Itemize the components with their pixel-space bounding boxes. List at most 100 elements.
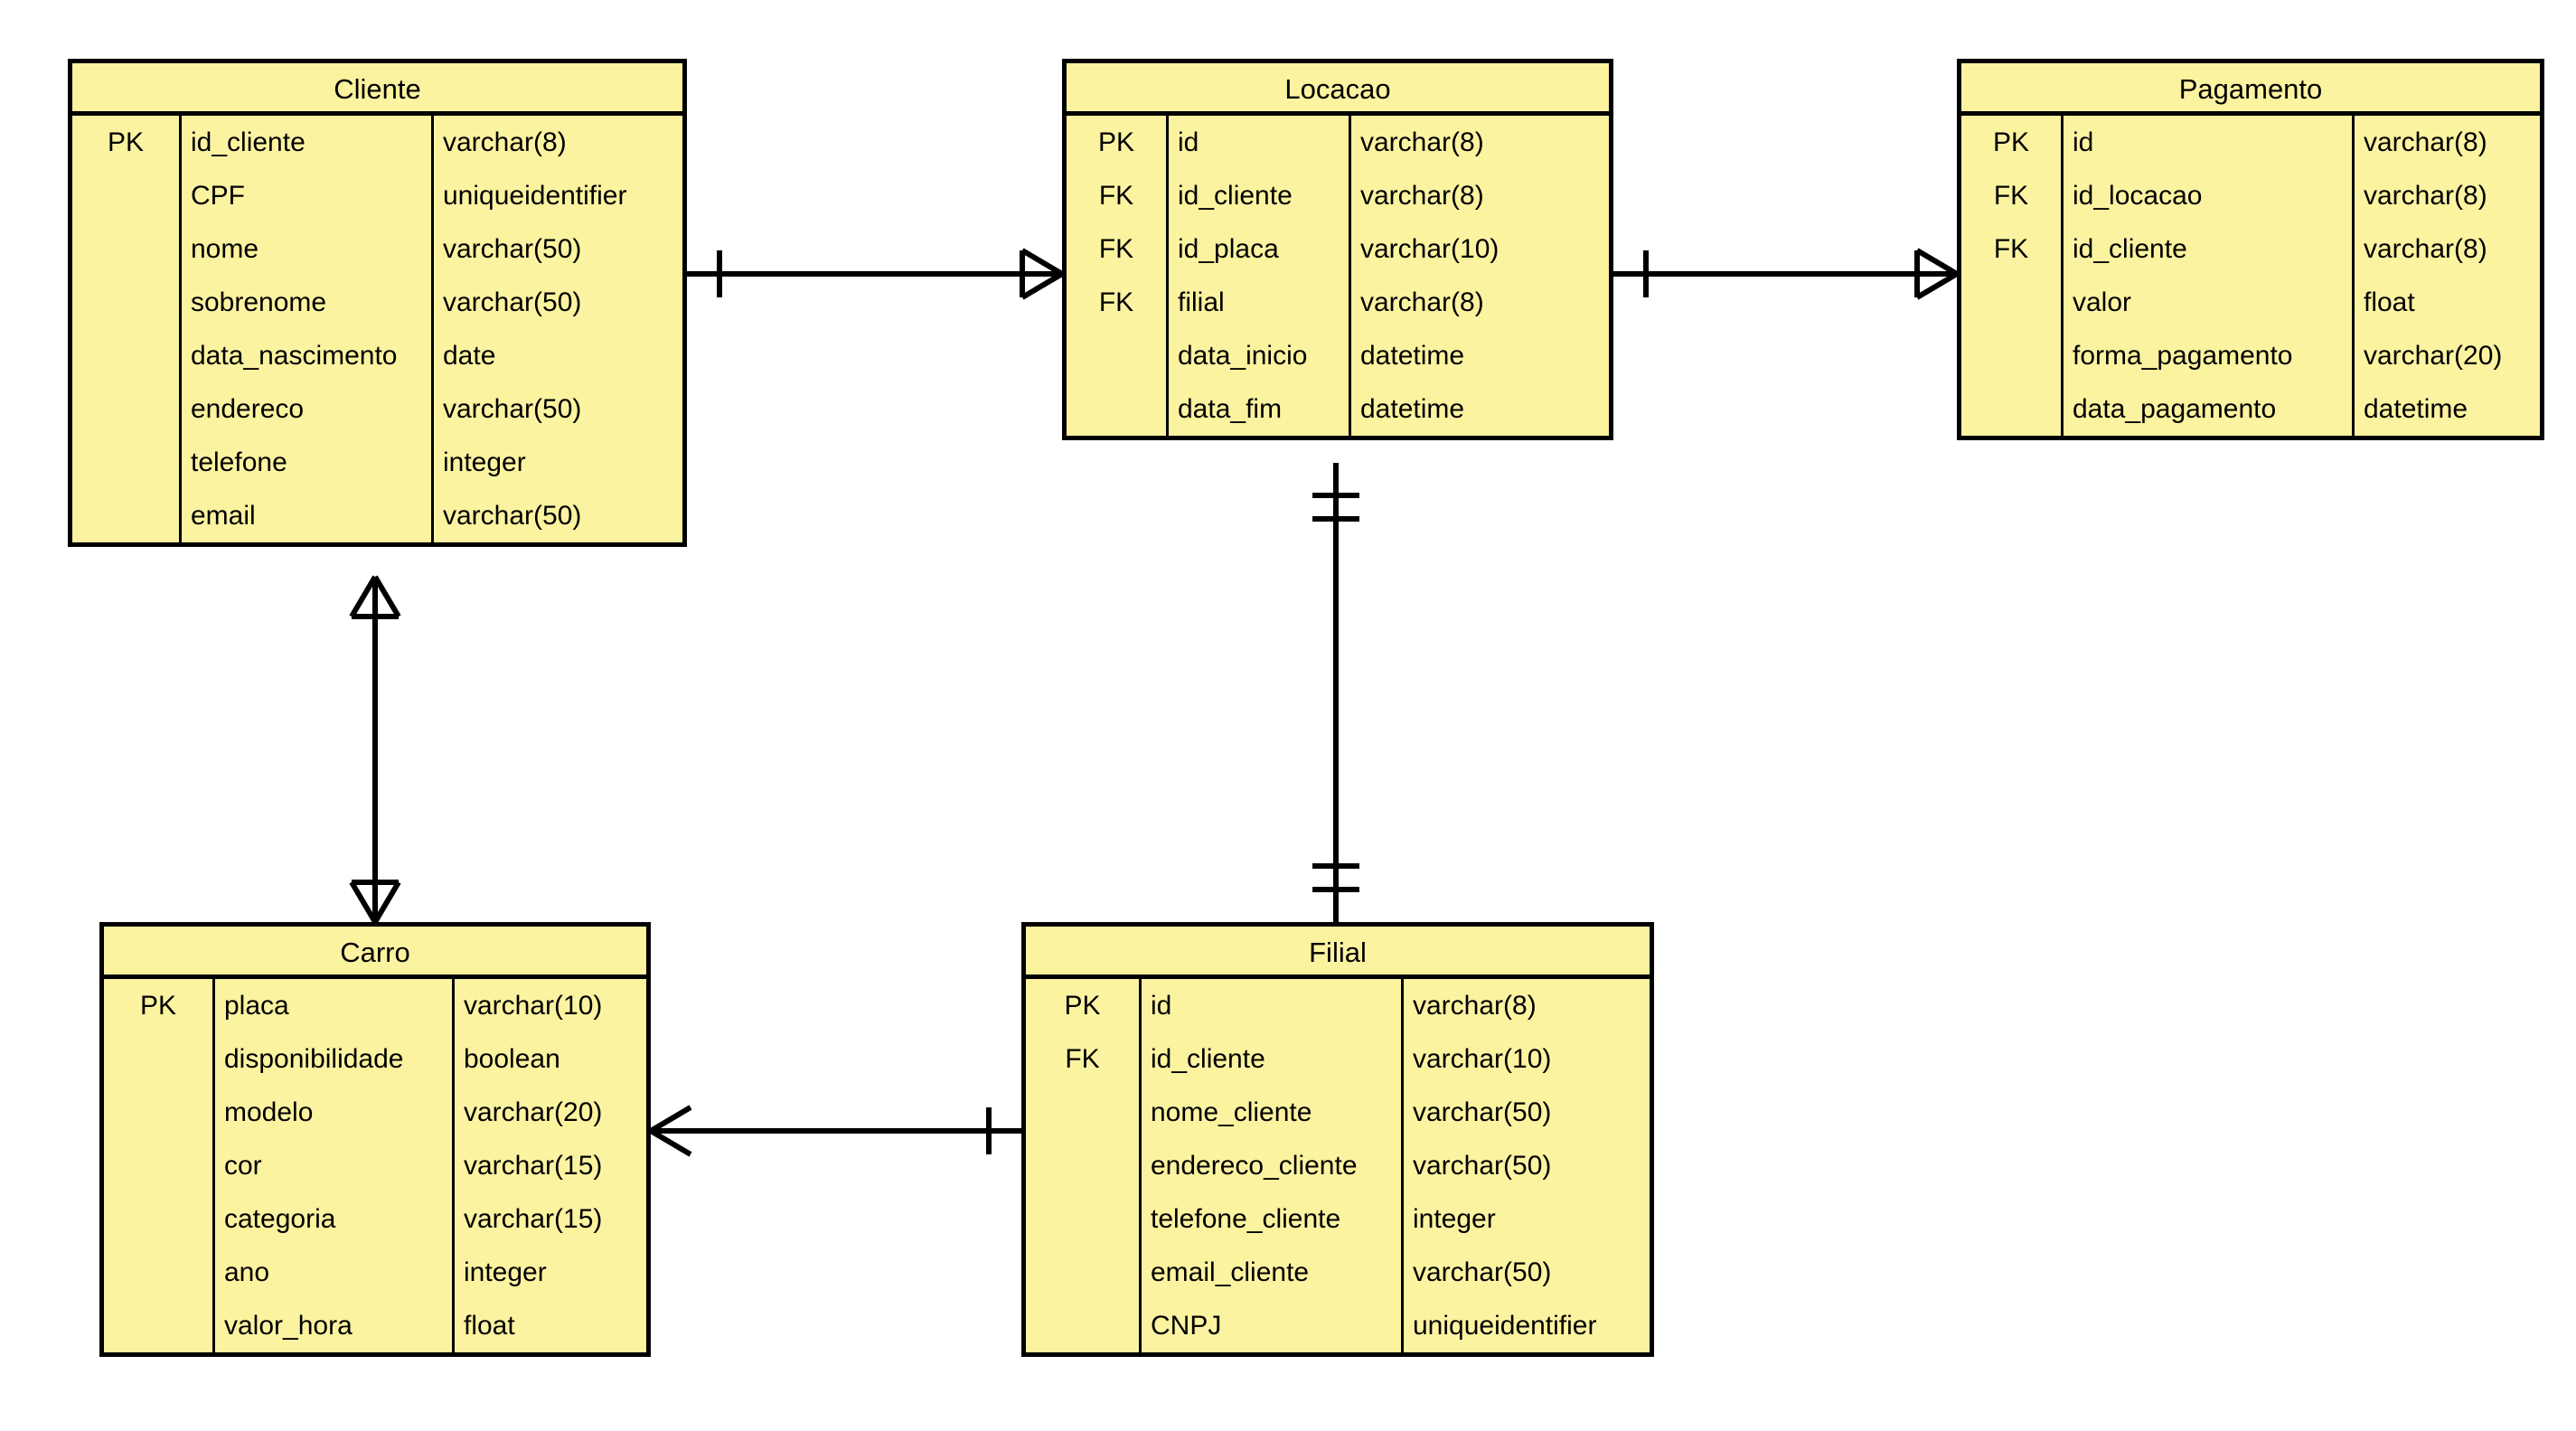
attribute-name: sobrenome (179, 276, 431, 329)
attribute-name: telefone_cliente (1139, 1192, 1401, 1246)
attribute-name: data_nascimento (179, 329, 431, 382)
attribute-name: ano (212, 1246, 452, 1299)
attribute-datatype: varchar(10) (1401, 1032, 1650, 1086)
attribute-name: id_cliente (2061, 222, 2352, 276)
key-cell-empty (1961, 276, 2061, 329)
attribute-datatype: varchar(8) (1401, 979, 1650, 1032)
relationship-cliente-locacao (687, 248, 1064, 300)
attribute-datatype: datetime (2352, 382, 2540, 436)
attribute-name: CNPJ (1139, 1299, 1401, 1352)
entity-title: Cliente (72, 63, 682, 116)
attribute-name: nome_cliente (1139, 1086, 1401, 1139)
relationship-cliente-carro (349, 575, 401, 924)
attribute-name: email_cliente (1139, 1246, 1401, 1299)
attribute-datatype: varchar(15) (452, 1139, 646, 1192)
key-cell-empty (1026, 1246, 1139, 1299)
foreign-key-badge: FK (1065, 1043, 1100, 1074)
attribute-name: data_fim (1166, 382, 1349, 436)
attribute-name: forma_pagamento (2061, 329, 2352, 382)
key-cell-empty (104, 1032, 212, 1086)
attribute-datatype: uniqueidentifier (431, 169, 682, 222)
attribute-datatype: varchar(50) (1401, 1139, 1650, 1192)
attribute-datatype: varchar(50) (431, 382, 682, 436)
attribute-datatype: varchar(8) (1349, 169, 1609, 222)
attribute-datatype: varchar(50) (431, 276, 682, 329)
attribute-name: id_cliente (1166, 169, 1349, 222)
key-cell-empty (72, 222, 179, 276)
attribute-datatype: uniqueidentifier (1401, 1299, 1650, 1352)
attribute-datatype: integer (431, 436, 682, 489)
attribute-datatype: varchar(8) (2352, 222, 2540, 276)
attribute-name: endereco (179, 382, 431, 436)
attribute-datatype: integer (1401, 1192, 1650, 1246)
attribute-datatype: varchar(8) (2352, 169, 2540, 222)
attribute-name: id (1166, 116, 1349, 169)
relationship-carro-filial (649, 1105, 1021, 1157)
attribute-name: filial (1166, 276, 1349, 329)
entity-title: Pagamento (1961, 63, 2540, 116)
attribute-datatype: varchar(15) (452, 1192, 646, 1246)
attribute-datatype: varchar(8) (431, 116, 682, 169)
attribute-name: valor_hora (212, 1299, 452, 1352)
attribute-name: id (1139, 979, 1401, 1032)
entity-title: Filial (1026, 927, 1650, 979)
foreign-key-badge: FK (1993, 180, 2029, 211)
attribute-name: modelo (212, 1086, 452, 1139)
attribute-datatype: varchar(10) (452, 979, 646, 1032)
key-cell-empty (72, 382, 179, 436)
attribute-datatype: varchar(8) (2352, 116, 2540, 169)
key-cell-empty (1961, 329, 2061, 382)
key-cell-empty (72, 169, 179, 222)
key-cell-empty (1026, 1086, 1139, 1139)
attribute-datatype: float (452, 1299, 646, 1352)
relationship-locacao-pagamento (1613, 248, 1959, 300)
attribute-datatype: varchar(8) (1349, 276, 1609, 329)
attribute-name: telefone (179, 436, 431, 489)
attribute-datatype: varchar(50) (431, 489, 682, 542)
attribute-datatype: varchar(10) (1349, 222, 1609, 276)
